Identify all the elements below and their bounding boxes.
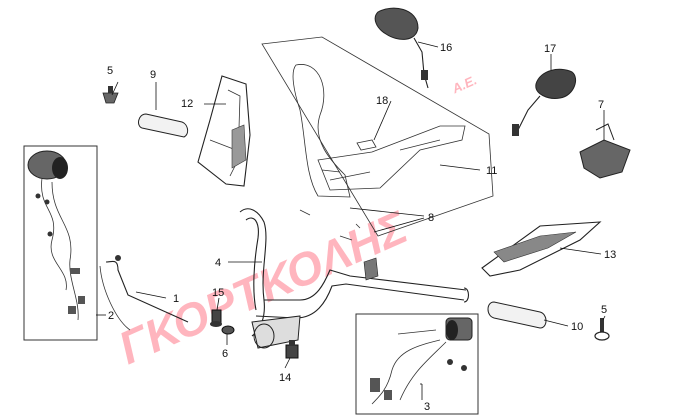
left-grip-part xyxy=(138,113,189,138)
left-mirror-part xyxy=(374,7,429,89)
screw-part-5-right xyxy=(594,318,610,341)
callout-9: 9 xyxy=(150,69,156,81)
callout-13: 13 xyxy=(604,249,616,261)
bracket-part-7 xyxy=(579,123,631,179)
callout-7: 7 xyxy=(598,99,604,111)
callout-12: 12 xyxy=(181,98,193,110)
callout-11: 11 xyxy=(486,165,497,177)
bolt-part-15 xyxy=(210,309,222,327)
callout-labels: 1 2 3 4 5 5 6 7 8 9 10 11 12 13 14 15 16… xyxy=(107,42,616,413)
callout-10: 10 xyxy=(571,321,583,333)
bolt-part-14 xyxy=(285,340,299,359)
callout-2: 2 xyxy=(108,310,114,322)
callout-5-left: 5 xyxy=(107,65,113,77)
screw-part-5-left xyxy=(102,86,119,104)
callout-17: 17 xyxy=(544,43,556,55)
left-switch-assembly xyxy=(23,145,98,341)
callout-8: 8 xyxy=(428,212,434,224)
callout-4: 4 xyxy=(215,257,221,269)
throttle-cable-part xyxy=(99,255,189,331)
callout-14: 14 xyxy=(279,372,291,384)
callout-18: 18 xyxy=(376,95,388,107)
leader-lines xyxy=(96,41,606,400)
right-grip-part xyxy=(487,301,547,329)
callout-1: 1 xyxy=(173,293,179,305)
inner-cover-part xyxy=(197,75,251,187)
front-cover-part xyxy=(261,36,494,241)
callout-3: 3 xyxy=(424,401,430,413)
rear-handle-cover-part xyxy=(481,221,602,277)
nut-part-6 xyxy=(221,325,235,335)
right-switch-assembly xyxy=(355,313,479,415)
callout-16: 16 xyxy=(440,42,452,54)
callout-5-right: 5 xyxy=(601,304,607,316)
right-mirror-part xyxy=(512,68,576,136)
callout-6: 6 xyxy=(222,348,228,360)
callout-15: 15 xyxy=(212,287,224,299)
clip-part-18 xyxy=(356,139,377,151)
watermark-suffix: Α.Ε. xyxy=(449,72,479,96)
handlebar-part xyxy=(239,208,470,349)
